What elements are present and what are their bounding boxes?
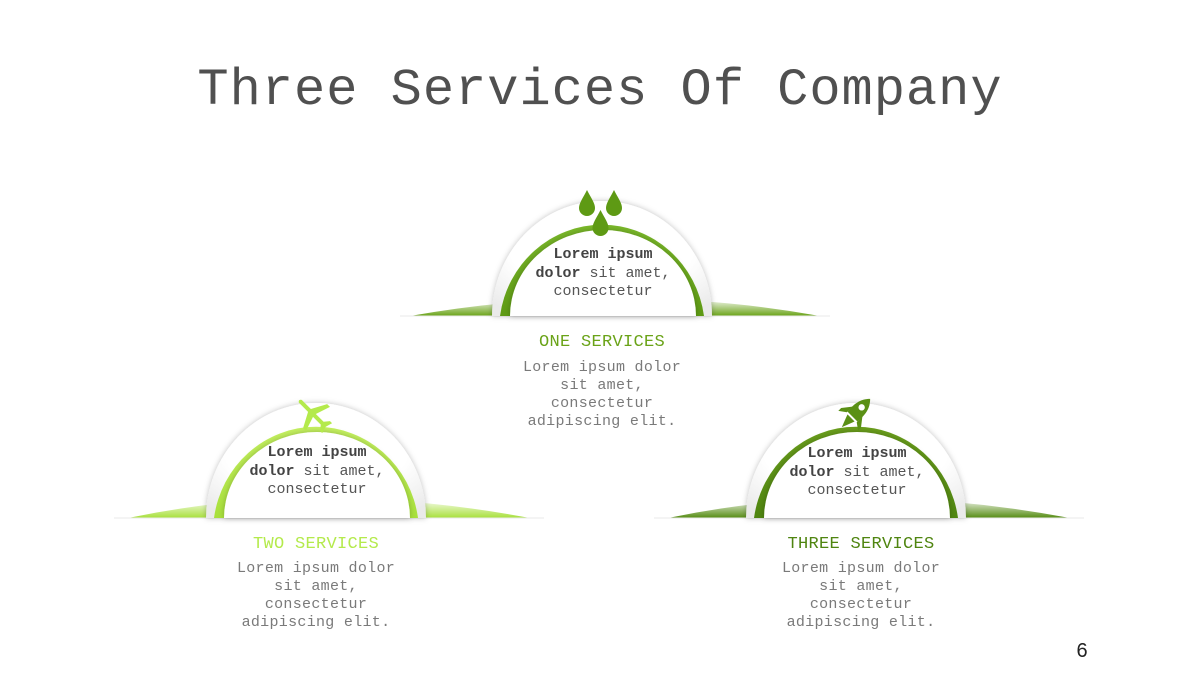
service-three: Lorem ipsum dolor sit amet, consectetur … [654, 340, 1084, 640]
service-three-description: Lorem ipsum dolor sit amet, consectetur … [781, 560, 941, 631]
service-three-title: THREE SERVICES [787, 535, 935, 554]
service-two-inner-text: Lorem ipsum dolor sit amet, consectetur [249, 444, 385, 498]
airplane-icon [298, 399, 332, 434]
service-one-title: ONE SERVICES [538, 333, 666, 352]
service-two-description: Lorem ipsum dolor sit amet, consectetur … [236, 560, 396, 631]
service-three-dome [654, 403, 1084, 519]
service-one-dome [400, 201, 830, 317]
service-one-description: Lorem ipsum dolor sit amet, consectetur … [522, 359, 682, 430]
page-number: 6 [1076, 640, 1088, 662]
water-drops-icon [579, 190, 622, 236]
service-three-inner-text: Lorem ipsum dolor sit amet, consectetur [789, 445, 925, 499]
service-two-dome [114, 403, 544, 519]
service-one-inner-text: Lorem ipsum dolor sit amet, consectetur [535, 246, 671, 300]
page-title: Three Services Of Company [197, 61, 1003, 120]
service-two: Lorem ipsum dolor sit amet, consectetur … [114, 340, 544, 640]
rocket-icon [838, 398, 871, 431]
service-one: Lorem ipsum dolor sit amet, consectetur … [400, 140, 830, 440]
service-two-title: TWO SERVICES [252, 535, 380, 554]
